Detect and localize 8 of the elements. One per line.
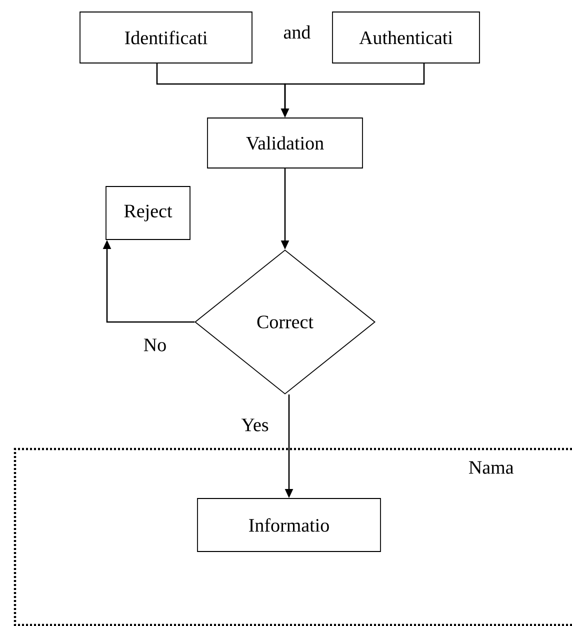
process-box: Reject (106, 186, 190, 240)
edge-label: Yes (240, 418, 270, 432)
edge-label: No (142, 338, 168, 352)
process-box: Authenticati (332, 12, 480, 64)
process-box: Identificati (80, 12, 252, 64)
process-box: Validation (207, 118, 363, 168)
connector-word: and (284, 25, 310, 39)
process-box: Informatio (197, 498, 381, 552)
